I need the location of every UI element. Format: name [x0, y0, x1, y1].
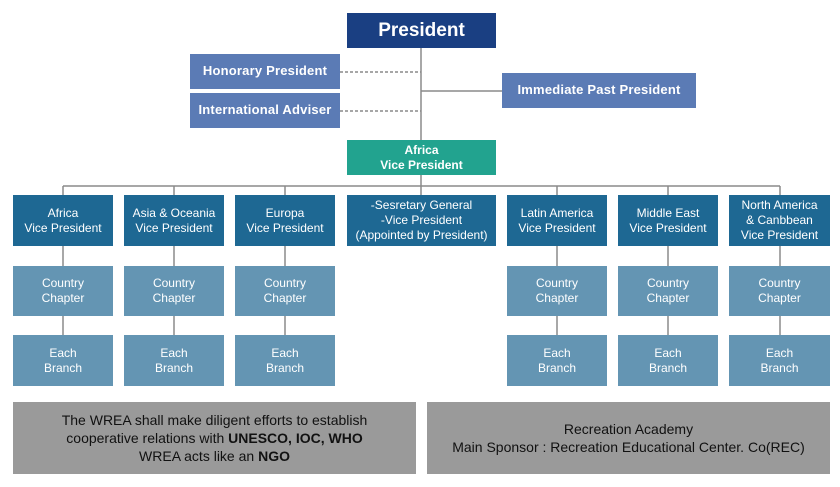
vp-asia-oceania-box: Asia & Oceania Vice President: [124, 195, 224, 246]
note-line-3-bold: NGO: [258, 448, 290, 465]
immediate-past-president-box: Immediate Past President: [502, 73, 696, 108]
africa-vice-president-top-label: Africa Vice President: [380, 142, 463, 172]
secretary-general-label: -Sesretary General -Vice President (Appo…: [355, 198, 488, 242]
each-branch-label: Each Branch: [648, 345, 688, 375]
vp-latin-america-box: Latin America Vice President: [507, 195, 607, 246]
each-branch-label: Each Branch: [265, 345, 305, 375]
country-chapter-label: Country Chapter: [263, 276, 307, 305]
vp-asia-oceania-label: Asia & Oceania Vice President: [132, 205, 216, 235]
vp-middle-east-box: Middle East Vice President: [618, 195, 718, 246]
vp-middle-east-label: Middle East Vice President: [629, 205, 707, 235]
vp-europa-box: Europa Vice President: [235, 195, 335, 246]
country-chapter-europa: Country Chapter: [235, 266, 335, 316]
note-line-1: The WREA shall make diligent efforts to …: [61, 411, 368, 428]
each-branch-europa: Each Branch: [235, 335, 335, 386]
honorary-president-label: Honorary President: [202, 63, 328, 79]
each-branch-africa: Each Branch: [13, 335, 113, 386]
international-adviser-label: International Adviser: [198, 102, 332, 118]
note-line-2-text: cooperative relations with: [66, 429, 229, 446]
each-branch-label: Each Branch: [537, 345, 577, 375]
country-chapter-middle-east: Country Chapter: [618, 266, 718, 316]
country-chapter-label: Country Chapter: [646, 276, 690, 305]
country-chapter-north-america: Country Chapter: [729, 266, 830, 316]
wrea-cooperation-note: The WREA shall make diligent efforts to …: [13, 402, 416, 474]
country-chapter-label: Country Chapter: [758, 276, 801, 305]
each-branch-label: Each Branch: [43, 345, 83, 375]
country-chapter-africa: Country Chapter: [13, 266, 113, 316]
honorary-president-box: Honorary President: [190, 54, 340, 89]
vp-north-america-box: North America & Canbbean Vice President: [729, 195, 830, 246]
vp-north-america-label: North America & Canbbean Vice President: [740, 198, 819, 242]
academy-line-1: Recreation Academy: [563, 420, 694, 437]
country-chapter-latin-america: Country Chapter: [507, 266, 607, 316]
immediate-past-president-label: Immediate Past President: [517, 82, 681, 98]
secretary-general-box: -Sesretary General -Vice President (Appo…: [347, 195, 496, 246]
academy-line-2: Main Sponsor : Recreation Educational Ce…: [452, 439, 805, 455]
international-adviser-box: International Adviser: [190, 93, 340, 128]
africa-vice-president-top-box: Africa Vice President: [347, 140, 496, 175]
vp-latin-america-label: Latin America Vice President: [518, 205, 596, 235]
note-line-3-text: WREA acts like an: [139, 448, 259, 465]
each-branch-north-america: Each Branch: [729, 335, 830, 386]
vp-africa-label: Africa Vice President: [24, 205, 102, 235]
recreation-academy-note: Recreation Academy Main Sponsor : Recrea…: [427, 402, 830, 474]
country-chapter-label: Country Chapter: [535, 276, 579, 305]
each-branch-label: Each Branch: [154, 345, 194, 375]
vp-africa-box: Africa Vice President: [13, 195, 113, 246]
each-branch-asia-oceania: Each Branch: [124, 335, 224, 386]
note-line-3: WREA acts like an NGO: [62, 447, 368, 465]
each-branch-label: Each Branch: [760, 345, 799, 375]
country-chapter-label: Country Chapter: [41, 276, 85, 305]
vp-europa-label: Europa Vice President: [246, 205, 324, 235]
note-line-2-bold: UNESCO, IOC, WHO: [228, 429, 363, 446]
president-box: President: [347, 13, 496, 48]
president-label: President: [378, 19, 465, 41]
each-branch-middle-east: Each Branch: [618, 335, 718, 386]
note-line-2: cooperative relations with UNESCO, IOC, …: [62, 429, 368, 447]
country-chapter-label: Country Chapter: [152, 276, 196, 305]
each-branch-latin-america: Each Branch: [507, 335, 607, 386]
country-chapter-asia-oceania: Country Chapter: [124, 266, 224, 316]
